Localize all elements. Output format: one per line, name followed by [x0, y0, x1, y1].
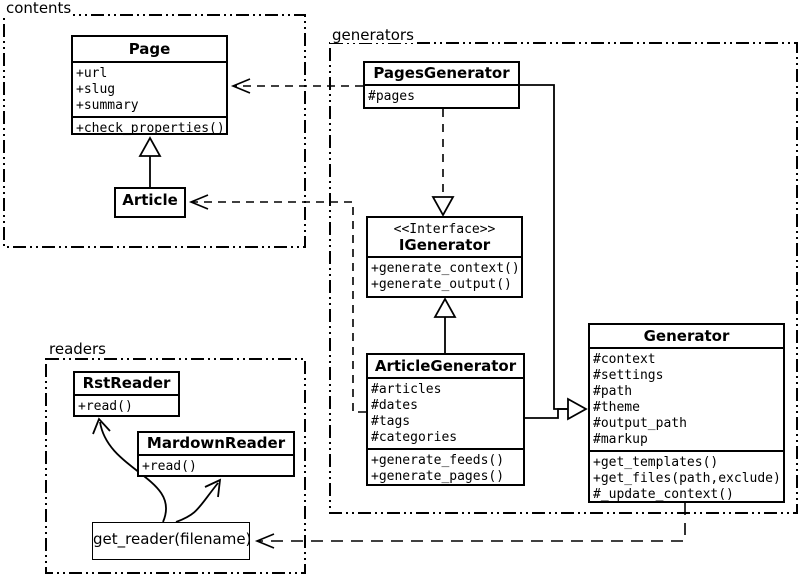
open-arrowhead-icon	[92, 417, 111, 435]
stereotype-label: <<Interface>>	[393, 222, 496, 237]
attribute: #settings	[593, 368, 664, 383]
class-title: IGenerator	[398, 236, 491, 254]
methods-section: +check_properties()	[73, 116, 226, 139]
class-rstreader: RstReader +read()	[73, 371, 180, 417]
hollow-triangle-icon	[431, 196, 455, 217]
class-title: MardownReader	[146, 434, 286, 452]
attributes-section: #articles #dates #tags #categories	[368, 377, 523, 448]
attribute: +summary	[76, 98, 139, 113]
hollow-triangle-icon	[138, 136, 162, 157]
open-arrowhead-icon	[230, 78, 251, 94]
class-page: Page +url +slug +summary +check_properti…	[71, 35, 228, 136]
method: +get_templates()	[593, 455, 719, 470]
class-articlegenerator: ArticleGenerator #articles #dates #tags …	[366, 353, 525, 486]
method: +read()	[78, 399, 133, 414]
package-label-generators: generators	[330, 26, 416, 44]
class-title: PagesGenerator	[373, 64, 510, 82]
class-title: ArticleGenerator	[374, 357, 517, 375]
class-title: Generator	[643, 327, 730, 345]
attribute: #categories	[371, 430, 458, 445]
function-label: get_reader(filename)	[93, 530, 252, 548]
attribute: #path	[593, 384, 633, 399]
attribute: #output_path	[593, 416, 687, 431]
class-title: Page	[128, 40, 171, 58]
class-title: Article	[122, 191, 178, 209]
method: +generate_feeds()	[371, 453, 505, 468]
attribute: #dates	[371, 398, 418, 413]
attribute: #markup	[593, 432, 648, 447]
attributes-section: #context #settings #path #theme #output_…	[590, 347, 783, 450]
method: +check_properties()	[76, 121, 225, 136]
class-article: Article	[114, 187, 186, 218]
methods-section: +get_templates() +get_files(path,exclude…	[590, 450, 783, 505]
method: +generate_pages()	[371, 469, 505, 484]
class-pagesgenerator: PagesGenerator #pages	[363, 61, 520, 109]
link-getreader-to-mardownreader	[175, 482, 219, 523]
package-border-contents	[3, 14, 306, 248]
attributes-section: #pages	[365, 84, 518, 107]
method: +get_files(path,exclude)	[593, 471, 781, 486]
method: +generate_output()	[371, 277, 512, 292]
class-mardownreader: MardownReader +read()	[137, 431, 295, 477]
open-arrowhead-icon	[188, 194, 209, 210]
methods-section: +read()	[139, 454, 293, 477]
hollow-triangle-icon	[567, 397, 588, 421]
class-igenerator: <<Interface>> IGenerator +generate_conte…	[366, 216, 523, 298]
class-title: RstReader	[82, 374, 171, 392]
attribute: #articles	[371, 382, 442, 397]
method: +generate_context()	[371, 261, 520, 276]
function-box-get-reader: get_reader(filename)	[92, 522, 252, 560]
attribute: +url	[76, 66, 108, 81]
methods-section: +generate_feeds() +generate_pages()	[368, 448, 523, 487]
open-arrowhead-icon	[204, 478, 222, 498]
package-border-readers	[45, 358, 306, 574]
package-label-readers: readers	[47, 340, 108, 358]
generalization-pagesgenerator-to-generator	[520, 84, 568, 410]
attributes-section: +url +slug +summary	[73, 61, 226, 116]
method: #_update_context()	[593, 487, 734, 502]
package-border-generators	[329, 42, 798, 514]
dependency-generator-to-getreader	[258, 503, 686, 542]
dependency-articlegenerator-to-article	[192, 201, 366, 413]
class-generator: Generator #context #settings #path #them…	[588, 323, 785, 503]
attribute: #pages	[368, 89, 415, 104]
attribute: #tags	[371, 414, 411, 429]
open-arrowhead-icon	[254, 533, 275, 549]
attribute: #theme	[593, 400, 640, 415]
package-label-contents: contents	[4, 0, 74, 17]
attribute: #context	[593, 352, 656, 367]
method: +read()	[142, 459, 197, 474]
methods-section: +read()	[75, 394, 178, 417]
methods-section: +generate_context() +generate_output()	[368, 256, 521, 295]
hollow-triangle-icon	[433, 297, 457, 318]
attribute: +slug	[76, 82, 116, 97]
generalization-articlegenerator-to-generator	[525, 408, 568, 419]
